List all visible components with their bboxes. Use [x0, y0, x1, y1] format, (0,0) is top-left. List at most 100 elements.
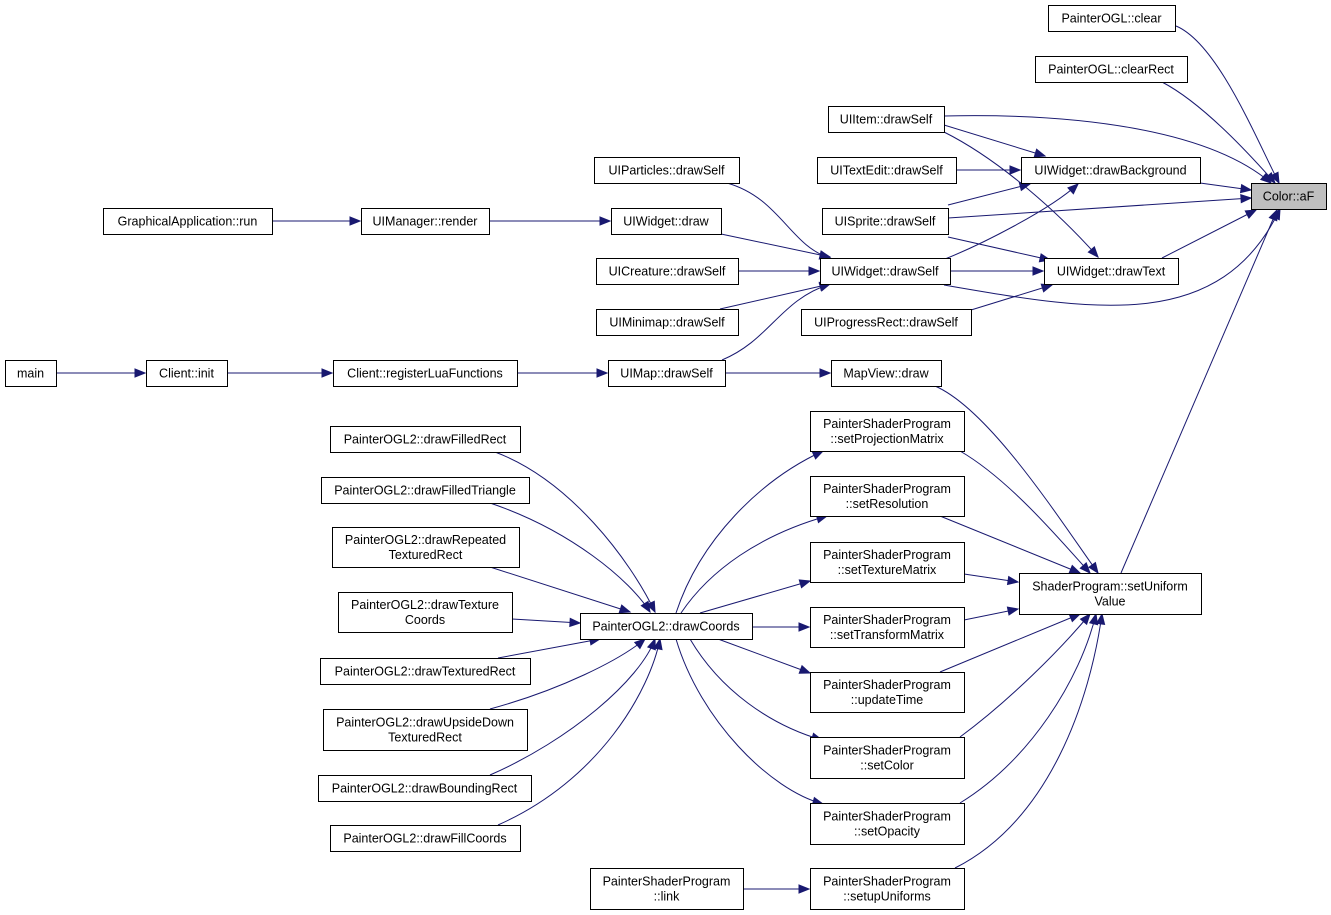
call-edge	[720, 233, 831, 258]
arrowhead	[633, 638, 647, 650]
arrowhead	[1088, 561, 1099, 575]
node-uiwidget-drawbackground[interactable]: UIWidget::drawBackground	[1021, 157, 1201, 184]
node-main[interactable]: main	[5, 360, 57, 387]
arrowhead	[818, 250, 832, 260]
node-label: PainterOGL2::drawFillCoords	[343, 832, 506, 846]
node-psp-settexturematrix[interactable]: PainterShaderProgram::setTextureMatrix	[810, 542, 965, 583]
node-box	[146, 360, 228, 387]
node-box	[103, 208, 273, 235]
node-label: PainterOGL2::drawFilledRect	[344, 433, 507, 447]
arrowhead	[1079, 612, 1091, 626]
call-edge	[939, 613, 1081, 673]
node-box	[810, 737, 965, 779]
node-box	[1019, 573, 1202, 615]
node-label: PainterShaderProgram	[823, 744, 951, 758]
call-edge	[497, 638, 601, 659]
node-label: PainterOGL2::drawFilledTriangle	[334, 484, 516, 498]
node-box	[810, 803, 965, 845]
node-label: UITextEdit::drawSelf	[830, 164, 943, 178]
node-label: UIManager::render	[373, 215, 478, 229]
node-uiwidget-drawself[interactable]: UIWidget::drawSelf	[820, 258, 951, 285]
node-psp-setopacity[interactable]: PainterShaderProgram::setOpacity	[810, 803, 965, 845]
node-psp-link[interactable]: PainterShaderProgram::link	[590, 868, 744, 910]
node-psp-updatetime[interactable]: PainterShaderProgram::updateTime	[810, 672, 965, 713]
node-uiparticles-drawself[interactable]: UIParticles::drawSelf	[594, 157, 740, 184]
arrowhead	[599, 216, 612, 226]
node-color-af[interactable]: Color::aF	[1251, 183, 1327, 210]
node-painterogl2-drawboundingrect[interactable]: PainterOGL2::drawBoundingRect	[318, 775, 532, 802]
call-edge	[497, 638, 661, 826]
node-box	[1035, 56, 1188, 83]
node-label: ::setColor	[860, 759, 914, 773]
node-uisprite-drawself[interactable]: UISprite::drawSelf	[822, 208, 949, 235]
node-painterogl-clearrect[interactable]: PainterOGL::clearRect	[1035, 56, 1188, 83]
node-psp-setcolor[interactable]: PainterShaderProgram::setColor	[810, 737, 965, 779]
node-box	[1021, 157, 1201, 184]
call-edge	[954, 613, 1103, 869]
call-edge	[719, 283, 831, 310]
node-painterogl2-drawfilledtriangle[interactable]: PainterOGL2::drawFilledTriangle	[321, 477, 530, 504]
node-painterogl2-drawfillcoords[interactable]: PainterOGL2::drawFillCoords	[330, 825, 521, 852]
call-edge	[494, 451, 656, 613]
node-psp-settransformmatrix[interactable]: PainterShaderProgram::setTransformMatrix	[810, 607, 965, 648]
arrowhead	[646, 637, 656, 651]
node-uiwidget-drawtext[interactable]: UIWidget::drawText	[1044, 258, 1179, 285]
node-uicreature-drawself[interactable]: UICreature::drawSelf	[596, 258, 739, 285]
node-painterogl2-drawfilledrect[interactable]: PainterOGL2::drawFilledRect	[330, 426, 521, 453]
arrowhead	[596, 368, 609, 378]
node-client-registerluafunctions[interactable]: Client::registerLuaFunctions	[333, 360, 518, 387]
node-painterogl2-drawtexturedrect[interactable]: PainterOGL2::drawTexturedRect	[320, 658, 531, 685]
call-edge	[721, 283, 831, 361]
node-uiitem-drawself[interactable]: UIItem::drawSelf	[828, 106, 945, 133]
node-label: ::setProjectionMatrix	[830, 432, 944, 446]
node-box	[5, 360, 57, 387]
node-box	[338, 592, 513, 633]
node-uiprogressrect-drawself[interactable]: UIProgressRect::drawSelf	[801, 309, 972, 336]
call-edge	[489, 638, 656, 776]
node-uitextedit-drawself[interactable]: UITextEdit::drawSelf	[817, 157, 957, 184]
node-box	[596, 309, 739, 336]
call-edge	[943, 124, 1046, 157]
arrowhead	[1239, 183, 1253, 194]
node-graphicalapplication-run[interactable]: GraphicalApplication::run	[103, 208, 273, 235]
node-label: UIParticles::drawSelf	[608, 164, 725, 178]
call-edge	[947, 236, 1051, 261]
node-psp-setprojectionmatrix[interactable]: PainterShaderProgram::setProjectionMatri…	[810, 411, 965, 452]
node-mapview-draw[interactable]: MapView::draw	[831, 360, 942, 387]
node-label: ::setTextureMatrix	[838, 563, 937, 577]
node-painterogl-clear[interactable]: PainterOGL::clear	[1048, 5, 1176, 32]
node-label: ::setResolution	[846, 497, 929, 511]
node-label: PainterShaderProgram	[823, 875, 951, 889]
arrowhead	[811, 450, 825, 460]
node-box	[810, 868, 965, 910]
node-label: ::setTransformMatrix	[830, 628, 945, 642]
node-painterogl2-drawcoords[interactable]: PainterOGL2::drawCoords	[580, 613, 753, 640]
node-label: ::setOpacity	[854, 825, 921, 839]
node-uiminimap-drawself[interactable]: UIMinimap::drawSelf	[596, 309, 739, 336]
call-edge	[675, 450, 824, 614]
call-edge	[943, 115, 1272, 184]
node-label: UICreature::drawSelf	[609, 265, 726, 279]
node-box	[810, 411, 965, 452]
node-label: UISprite::drawSelf	[835, 215, 936, 229]
node-uiwidget-draw[interactable]: UIWidget::draw	[611, 208, 722, 235]
node-uimap-drawself[interactable]: UIMap::drawSelf	[608, 360, 726, 387]
call-edge	[489, 638, 646, 710]
node-box	[333, 360, 518, 387]
node-label: UIMinimap::drawSelf	[609, 316, 725, 330]
node-client-init[interactable]: Client::init	[146, 360, 228, 387]
node-psp-setresolution[interactable]: PainterShaderProgram::setResolution	[810, 476, 965, 517]
node-box	[828, 106, 945, 133]
node-box	[320, 658, 531, 685]
arrowhead	[640, 600, 651, 614]
node-box	[810, 542, 965, 583]
node-box	[1044, 258, 1179, 285]
node-uimanager-render[interactable]: UIManager::render	[361, 208, 490, 235]
call-edge	[944, 183, 1079, 260]
node-psp-setupuniforms[interactable]: PainterShaderProgram::setupUniforms	[810, 868, 965, 910]
arrowhead	[1268, 208, 1278, 222]
